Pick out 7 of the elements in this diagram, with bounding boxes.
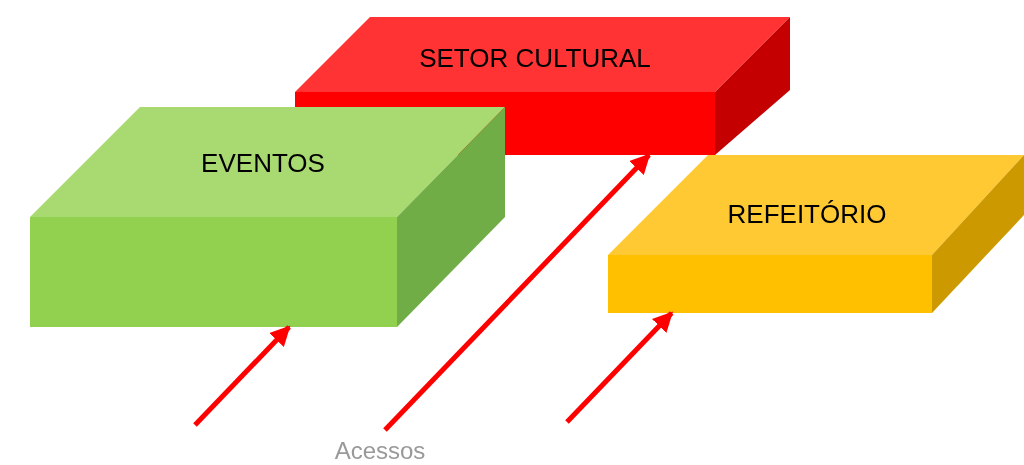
arrow bbox=[565, 311, 674, 424]
arrow bbox=[193, 325, 291, 427]
block-label: EVENTOS bbox=[201, 147, 325, 179]
caption-text: Acessos bbox=[334, 437, 426, 465]
block-label: REFEITÓRIO bbox=[727, 198, 887, 230]
block-label: SETOR CULTURAL bbox=[419, 42, 651, 74]
arrow bbox=[383, 153, 651, 432]
